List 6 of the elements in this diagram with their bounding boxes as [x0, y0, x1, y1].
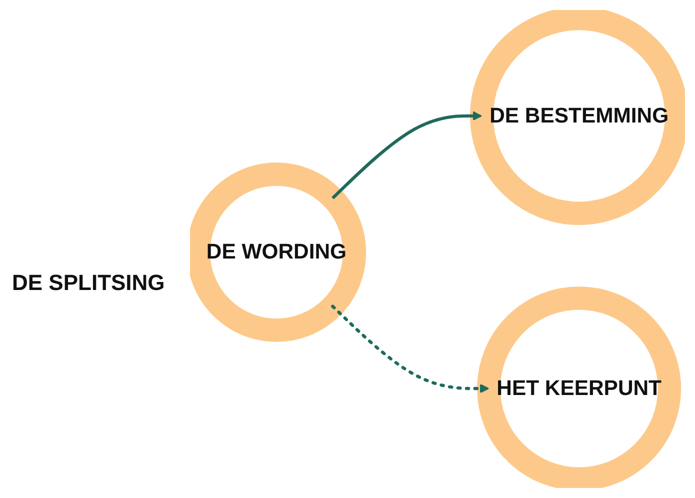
arrow: [332, 112, 482, 200]
annotation-label: DE SPLITSING: [12, 270, 165, 296]
node-circle: DE WORDING: [190, 162, 366, 342]
node-circle: HET KEERPUNT: [477, 286, 682, 488]
node-circle: DE BESTEMMING: [470, 10, 685, 226]
arrow: [331, 305, 490, 394]
